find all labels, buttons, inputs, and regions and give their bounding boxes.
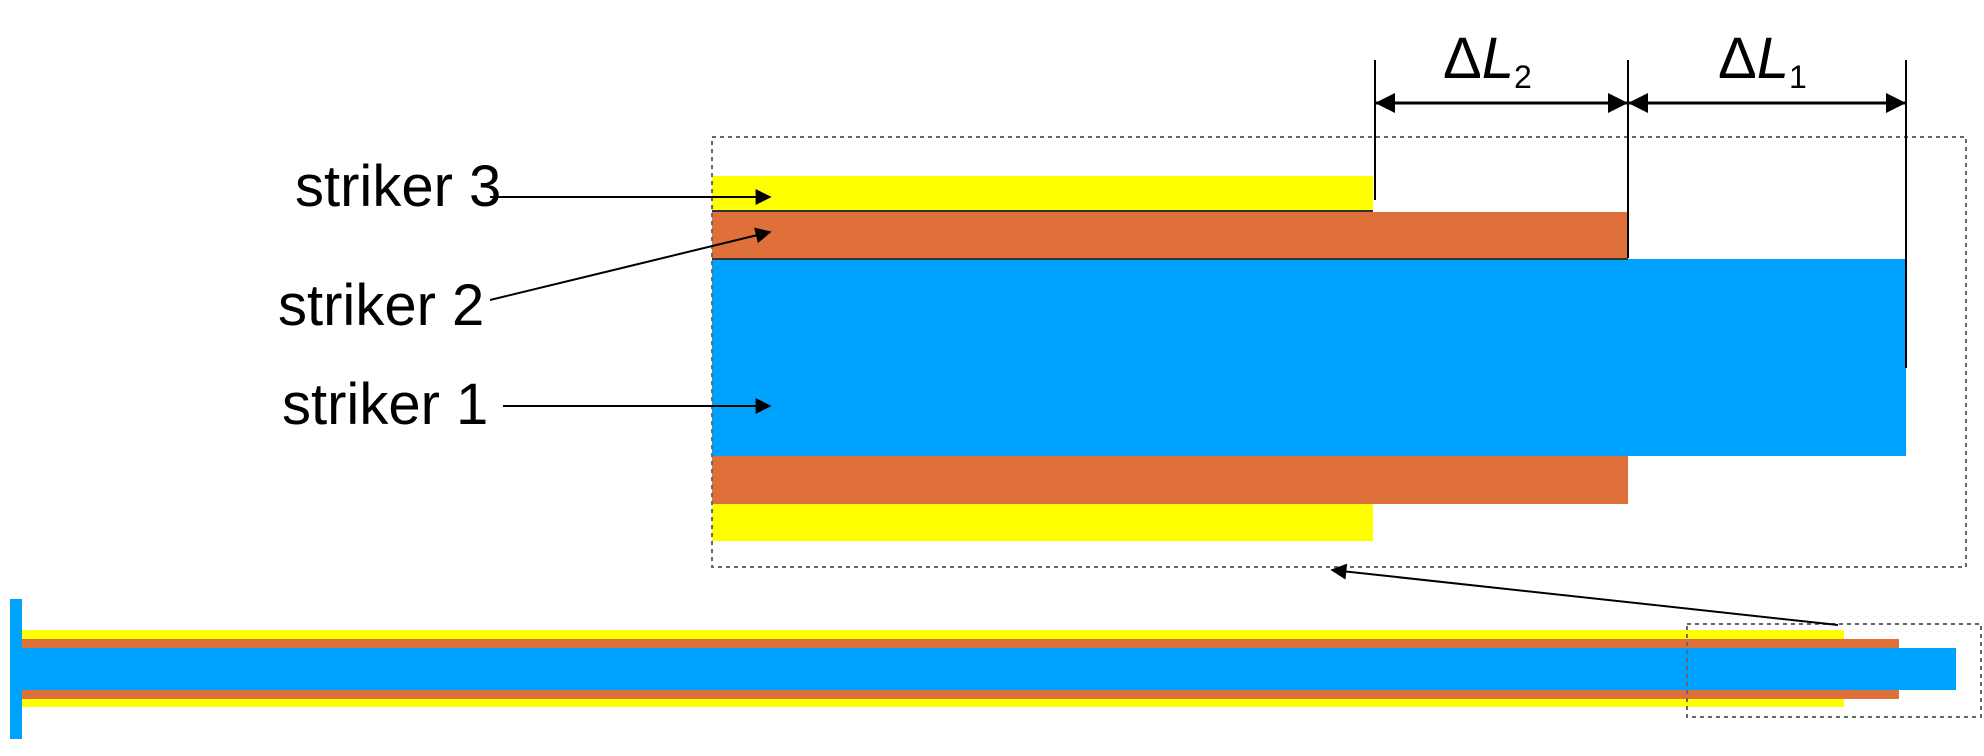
delta-symbol: Δ [1443,26,1482,91]
dimensions: ΔL2 ΔL1 [1374,26,1907,368]
dimension-label-dL1: ΔL1 [1718,26,1807,95]
striker-3-bottom [712,504,1373,541]
striker-2-top [712,212,1628,259]
zoomed-view [711,136,1967,568]
dimension-label-dL2: ΔL2 [1443,26,1532,95]
striker-3-top [712,176,1373,211]
label-striker-1: striker 1 [282,372,488,437]
assembly-striker-2-bottom [22,690,1899,699]
zoom-indicator-arrow [1330,563,1839,626]
full-assembly [10,563,1982,739]
striker-2-bottom [712,456,1628,504]
length-symbol: L [1482,26,1514,91]
labels: striker 3 striker 2 striker 1 [278,154,772,437]
delta-symbol: Δ [1718,26,1757,91]
label-striker-3: striker 3 [295,154,501,219]
assembly-striker-3-bottom [22,699,1844,707]
zoom-frame [711,136,1967,568]
assembly-striker-1 [22,648,1956,690]
label-striker-2: striker 2 [278,273,484,338]
assembly-striker-2-top [22,639,1899,648]
leader-arrow-striker-2 [489,227,772,301]
subscript: 1 [1789,59,1807,95]
end-plate [10,599,22,739]
striker-1 [712,259,1906,456]
length-symbol: L [1757,26,1789,91]
assembly-striker-3-top [22,630,1844,639]
subscript: 2 [1514,59,1532,95]
